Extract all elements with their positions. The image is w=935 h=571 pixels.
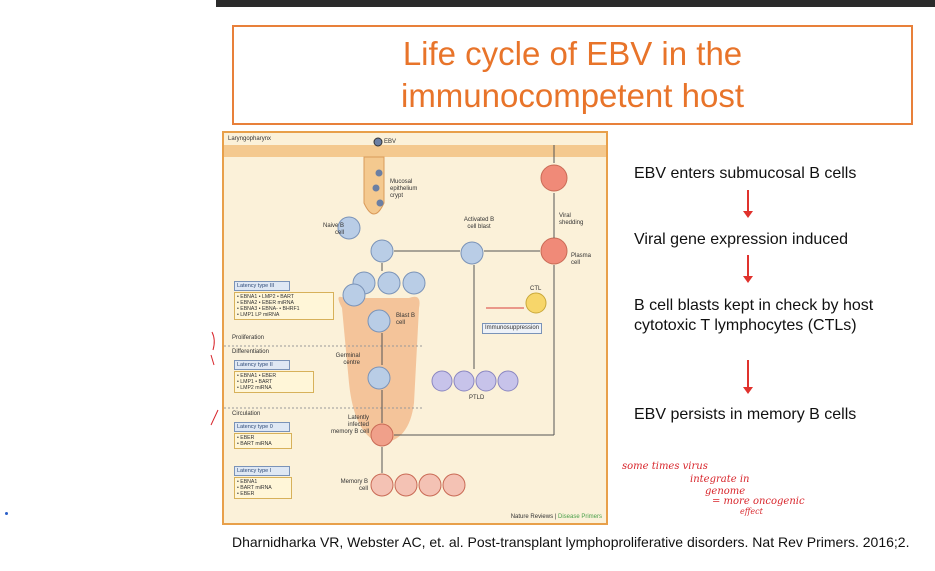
slide-title-box: Life cycle of EBV in the immunocompetent…	[232, 25, 913, 125]
ebv-virion	[376, 199, 384, 207]
flow-arrow-down-icon	[743, 276, 753, 283]
ebv-virion	[375, 169, 383, 177]
latency-type-3-genes: • EBNA1 • LMP2 • BART • EBNA2 • EBER miR…	[234, 292, 334, 320]
label-blast: Blast B cell	[396, 313, 416, 326]
gene-line: • LMP1 • BART	[237, 379, 273, 385]
margin-scribble	[210, 331, 219, 426]
label-plasma: Plasma cell	[571, 253, 592, 266]
flow-step-2: Viral gene expression induced	[634, 231, 849, 248]
blast-b-cell	[377, 271, 401, 295]
credit-highlight: Disease Primers	[557, 514, 602, 520]
bullet-dot	[5, 512, 8, 515]
activated-b-cell-blast	[460, 241, 484, 265]
handwritten-note-line-2: integrate in	[690, 474, 750, 485]
label-ctl: CTL	[530, 286, 542, 292]
infected-b-cell	[370, 239, 394, 263]
gene-line: • BART miRNA	[237, 441, 272, 447]
label-viral-shedding: Viral shedding	[559, 213, 584, 226]
label-ptld: PTLD	[469, 395, 485, 401]
gene-line: • EBNA1 • LMP2 • BART	[237, 294, 294, 300]
citation: Dharnidharka VR, Webster AC, et. al. Pos…	[232, 534, 910, 550]
ebv-lifecycle-figure: Laryngopharynx EBV Mucosal epithelium cr…	[222, 131, 608, 525]
epithelium-band	[224, 145, 606, 157]
germinal-b-cell	[367, 366, 391, 390]
gene-line: • LMP2 miRNA	[237, 385, 272, 391]
flow-step-3: B cell blasts kept in check by host cyto…	[634, 297, 874, 334]
top-bar	[216, 0, 935, 7]
gene-line: • EBNA2 • EBER miRNA	[237, 300, 294, 306]
ebv-virion	[373, 137, 383, 147]
flow-arrow-shaft	[747, 190, 749, 212]
gene-line: • BART miRNA	[237, 485, 272, 491]
label-germinal: Germinal centre	[335, 353, 360, 366]
label-proliferation: Proliferation	[232, 335, 265, 341]
latency-type-1-genes: • EBNA1 • BART miRNA • EBER	[234, 477, 292, 499]
flow-arrow-down-icon	[743, 211, 753, 218]
latent-memory-b-cell	[370, 423, 394, 447]
slide-title-line-2: immunocompetent host	[400, 77, 744, 114]
latency-type-2-label: Latency type II	[234, 360, 290, 370]
label-latently: Latently infected memory B cell	[330, 415, 369, 435]
ptld-cell	[453, 370, 475, 392]
flow-arrow-shaft	[747, 360, 749, 388]
slide-title-line-1: Life cycle of EBV in the	[402, 35, 743, 72]
label-immunosuppression: Immunosuppression	[482, 323, 543, 334]
ctl-cell	[525, 292, 547, 314]
latency-type-2-genes: • EBNA1 • EBER • LMP1 • BART • LMP2 miRN…	[234, 371, 314, 393]
latency-type-0-genes: • EBER • BART miRNA	[234, 433, 292, 449]
handwritten-note-line-5: effect	[740, 507, 763, 516]
flow-arrow-shaft	[747, 255, 749, 277]
ebv-virion	[372, 184, 380, 192]
label-mucosal: Mucosal epithelium crypt	[390, 179, 418, 199]
gene-line: • EBNA1	[237, 479, 258, 485]
naive-b-cell	[337, 216, 361, 240]
label-circulation: Circulation	[232, 411, 261, 417]
memory-b-cell	[394, 473, 418, 497]
ptld-cell	[431, 370, 453, 392]
ptld-cell	[497, 370, 519, 392]
blast-b-cell	[402, 271, 426, 295]
label-memory: Memory B cell	[340, 479, 368, 492]
figure-arrows	[381, 145, 555, 473]
label-laryngopharynx: Laryngopharynx	[228, 136, 272, 142]
memory-b-cell	[418, 473, 442, 497]
label-naive: Naive B cell	[322, 223, 344, 236]
gene-line: • EBNA1 • EBER	[237, 373, 277, 379]
label-ebv: EBV	[384, 139, 397, 145]
label-activated: Activated B cell blast	[463, 217, 495, 230]
figure-credit: Nature Reviews | Disease Primers	[511, 514, 602, 520]
handwritten-note-line-3: genome	[705, 486, 746, 497]
blast-b-cell	[367, 309, 391, 333]
gene-line: • LMP1 LP miRNA	[237, 312, 280, 318]
flow-step-4: EBV persists in memory B cells	[634, 406, 857, 423]
latency-type-3-label: Latency type III	[234, 281, 290, 291]
credit-source: Nature Reviews	[510, 514, 554, 520]
gene-line: • EBER	[237, 435, 255, 441]
blast-b-cell	[342, 283, 366, 307]
gene-line: • EBER	[237, 491, 255, 497]
flow-arrow-down-icon	[743, 387, 753, 394]
latency-type-0-label: Latency type 0	[234, 422, 290, 432]
latency-type-1-label: Latency type I	[234, 466, 290, 476]
label-differentiation: Differentiation	[232, 349, 269, 355]
flow-step-1: EBV enters submucosal B cells	[634, 165, 857, 182]
memory-b-cell	[370, 473, 394, 497]
memory-b-cell	[442, 473, 466, 497]
figure-illustration	[224, 137, 606, 497]
plasma-cell	[540, 237, 568, 265]
handwritten-note-line-4: = more oncogenic	[712, 496, 805, 507]
gene-line: • EBNA3 • EBNA- • BHRF1	[237, 306, 300, 312]
handwritten-note-line-1: some times virus	[622, 461, 708, 472]
ptld-cell	[475, 370, 497, 392]
plasma-cell	[540, 164, 568, 192]
credit-separator: |	[553, 514, 558, 520]
